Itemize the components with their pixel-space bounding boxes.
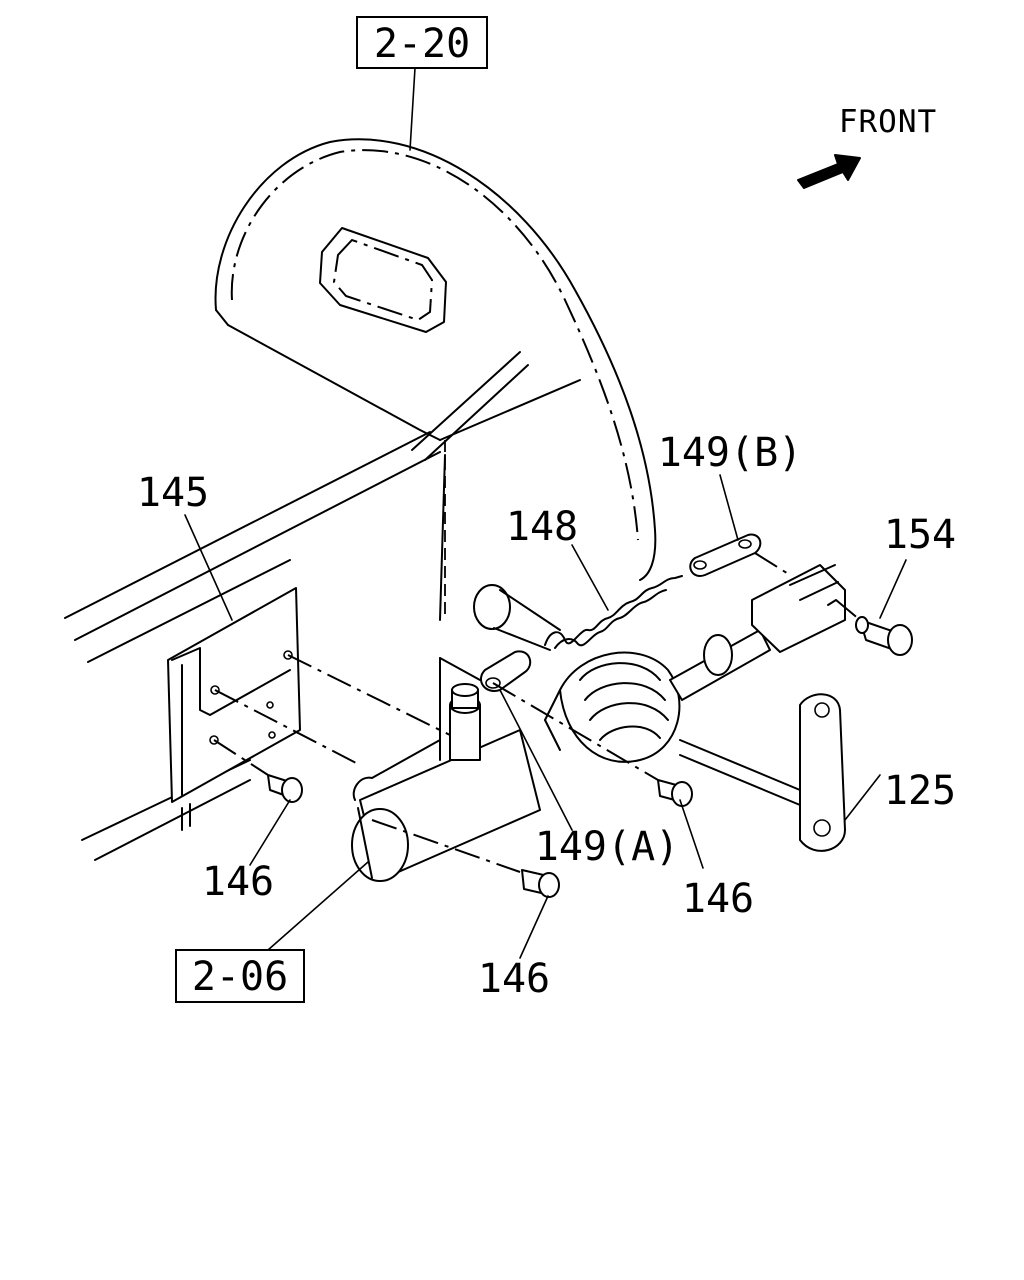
lever-125 xyxy=(679,693,846,852)
bolt-146-right xyxy=(657,779,693,807)
bushing xyxy=(473,584,561,651)
front-arrow-icon xyxy=(797,154,861,189)
callout-146-bottom: 146 xyxy=(478,956,550,1002)
frame-body xyxy=(64,351,529,861)
bracket-145 xyxy=(167,587,301,803)
ref-label-2-20: 2-20 xyxy=(374,21,470,67)
leader-lines xyxy=(184,67,907,959)
ref-box-2-20: 2-20 xyxy=(356,16,488,69)
plate-149a xyxy=(480,650,532,692)
callout-148: 148 xyxy=(506,504,578,550)
callout-125: 125 xyxy=(884,768,956,814)
callout-146-right: 146 xyxy=(682,876,754,922)
ref-label-2-06: 2-06 xyxy=(192,954,288,1000)
callout-145: 145 xyxy=(137,470,209,516)
pin-154 xyxy=(855,616,913,656)
bolt-146-left xyxy=(267,774,303,803)
front-label: FRONT xyxy=(839,104,937,140)
callout-149b: 149(B) xyxy=(658,430,803,476)
spring-148 xyxy=(544,575,683,649)
dust-boot xyxy=(544,651,681,763)
bolt-146-bottom xyxy=(521,869,560,898)
front-indicator: FRONT xyxy=(797,104,937,189)
assembly-lines xyxy=(213,552,861,873)
callout-146-left: 146 xyxy=(202,859,274,905)
callout-154: 154 xyxy=(884,512,956,558)
flywheel-housing xyxy=(214,138,657,621)
ref-box-2-06: 2-06 xyxy=(175,949,305,1003)
callout-149a: 149(A) xyxy=(535,824,680,870)
plate-149b xyxy=(689,533,762,577)
push-rod xyxy=(669,564,846,701)
